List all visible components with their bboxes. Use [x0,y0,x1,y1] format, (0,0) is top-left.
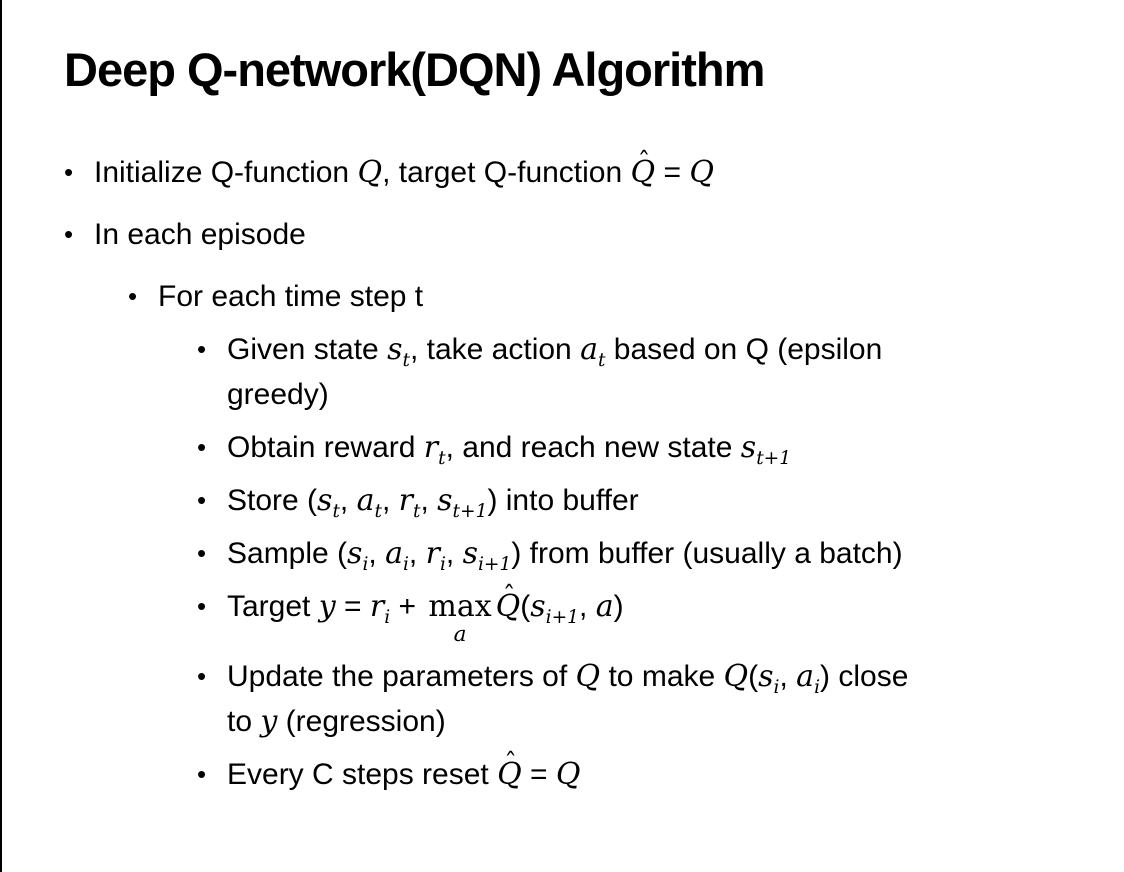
math-var: st [387,332,410,371]
bullet-marker: • [64,219,74,249]
list-item-text: Obtain reward rt, and reach new state st… [227,430,792,469]
math-var: rt [423,430,446,469]
math-var: st+1 [437,483,488,522]
list-item: • Sample (si, ai, ri, si+1) from buffer (… [197,531,1084,576]
math-var: at [580,332,606,371]
bullet-marker: • [128,281,138,311]
bullet-marker: • [197,660,207,691]
math-var: Q [555,756,581,792]
list-item-text: Store (st, at, rt, st+1) into buffer [227,483,639,522]
slide-left-edge-line [0,0,2,872]
bullet-marker: • [197,758,207,789]
hat-accent: ˆ [504,748,517,779]
math-var: st [317,483,340,522]
math-var: Q [357,155,383,190]
list-item: • Update the parameters of Q to make Q(si… [197,654,1084,744]
bullet-marker: • [197,591,207,621]
list-item: • Store (st, at, rt, st+1) into buffer [197,478,1084,523]
math-var: si [347,536,369,575]
math-var: Q [575,658,601,694]
list-item-text: Initialize Q-function Q, target Q-functi… [94,147,1084,195]
list-item: • In each episode [64,212,1084,257]
list-item-text: Given state st, take action at based on … [227,332,883,411]
bullet-marker: • [64,157,74,187]
list-item: • Obtain reward rt, and reach new state s… [197,425,1084,470]
math-var: y [318,589,336,624]
list-item: • For each time step t [128,274,1084,319]
math-var: at [356,483,382,522]
math-var: si+1 [462,536,512,575]
math-var: a [595,589,614,624]
list-item-text: Update the parameters of Q to make Q(si,… [227,658,909,739]
math-var: y [260,703,278,739]
math-var: Q [723,658,749,694]
math-var: si+1 [530,589,580,628]
bullet-marker: • [197,485,207,515]
math-var: si [758,658,780,698]
list-item: • Initialize Q-function Q, target Q-funct… [64,147,1084,195]
bullet-marker: • [197,334,207,364]
list-item-text: In each episode [94,218,306,251]
list-item-text: For each time step t [158,280,424,313]
bullet-marker: • [197,538,207,568]
math-var: ai [385,536,409,575]
page-title: Deep Q-network(DQN) Algorithm [64,43,765,96]
hat-accent: ˆ [502,580,516,611]
list-item-text: Sample (si, ai, ri, si+1) from buffer (u… [227,536,903,575]
list-item: •Given state st, take action at based on… [197,327,1084,417]
math-var: ri [369,589,391,628]
math-var: rt [398,483,421,522]
math-var: Q [689,155,714,190]
math-var: st+1 [740,430,792,469]
bullet-list: • Initialize Q-function Q, target Q-funct… [64,147,1084,805]
math-var: ri [425,536,446,575]
bullet-marker: • [197,432,207,462]
hat-accent: ˆ [637,146,651,177]
math-var: ai [796,658,821,698]
